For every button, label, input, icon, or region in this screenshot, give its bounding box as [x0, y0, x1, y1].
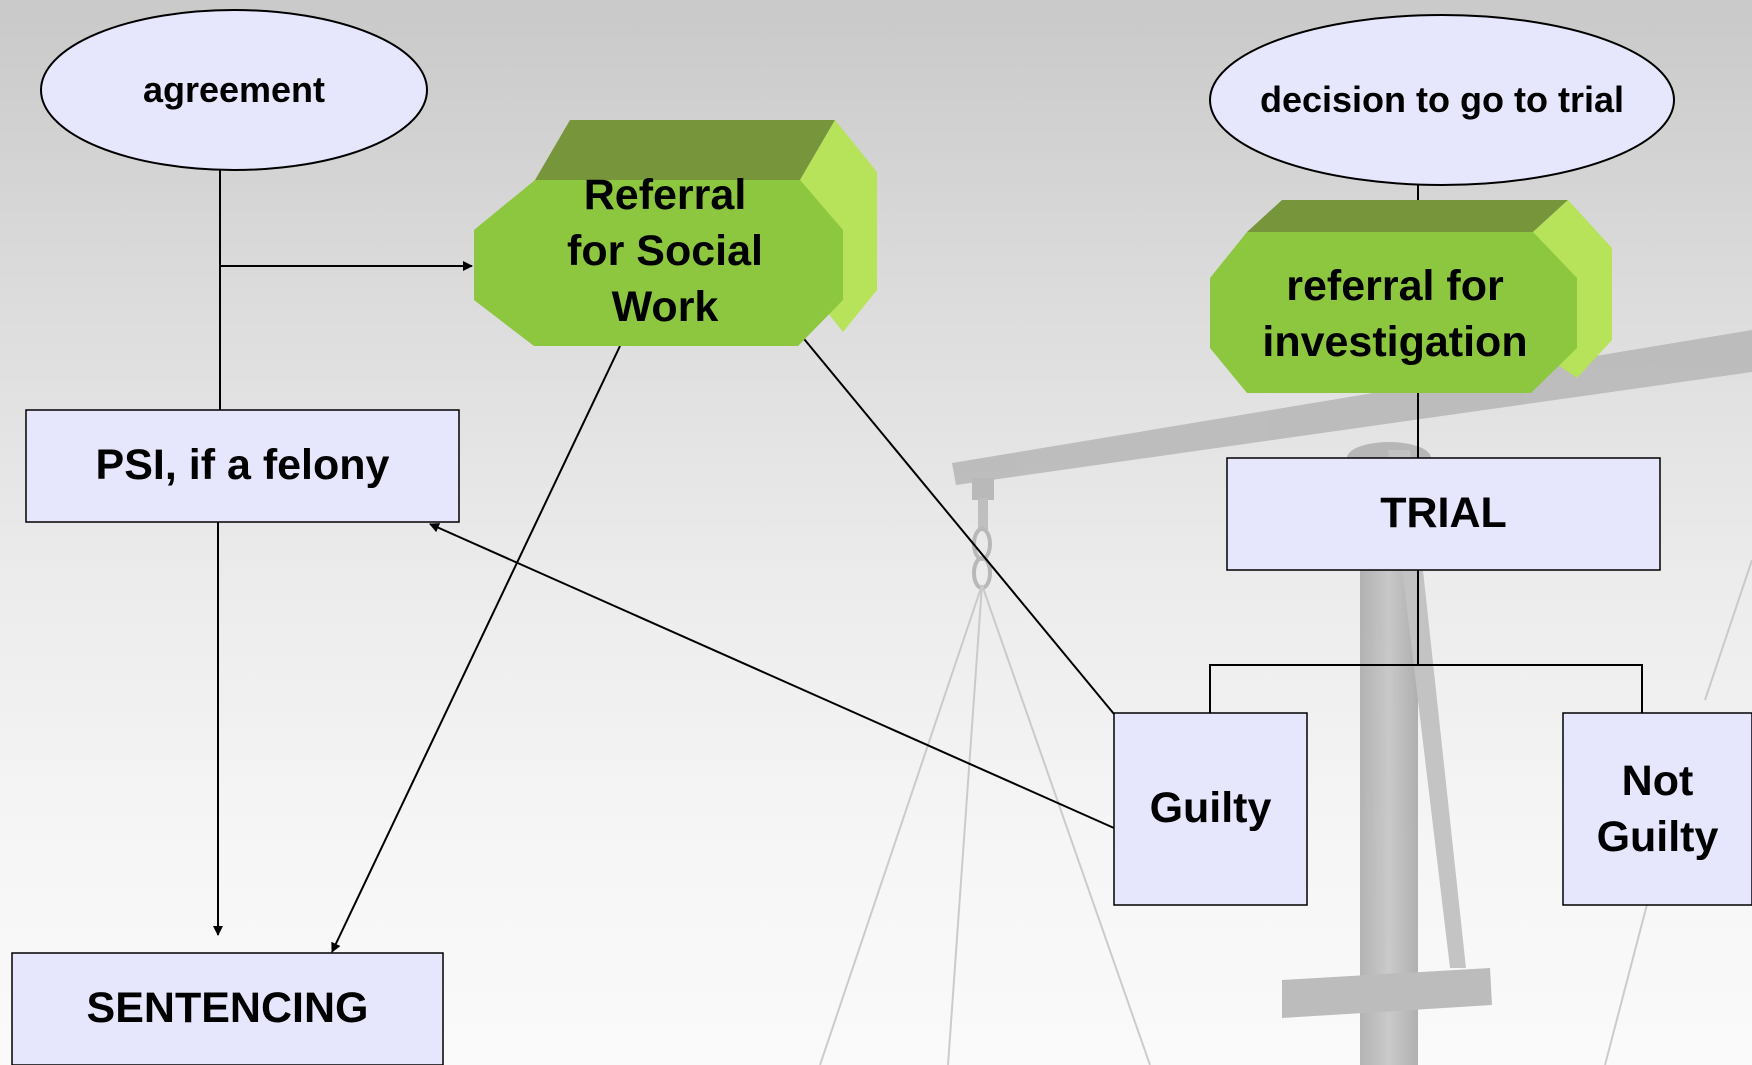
trial-node — [1226, 457, 1661, 571]
referral-investigation-line-2: investigation — [1262, 318, 1528, 366]
connector-guilty-referral — [794, 327, 1115, 715]
agreement-label: agreement — [142, 68, 326, 110]
agreement-node — [40, 9, 428, 171]
referral-investigation-node — [1210, 200, 1612, 393]
not-guilty-node — [1562, 712, 1752, 906]
guilty-label: Guilty — [1149, 784, 1272, 833]
not-guilty-line-2: Guilty — [1596, 813, 1719, 861]
sentencing-label: SENTENCING — [86, 984, 369, 1033]
not-guilty-label: Not Guilty — [1563, 740, 1752, 880]
not-guilty-line-1: Not — [1621, 757, 1694, 806]
decision-label: decision to go to trial — [1259, 78, 1624, 120]
decision-node — [1209, 14, 1675, 186]
referral-investigation-label: referral for investigation — [1230, 255, 1560, 375]
referral-social-work-line-1: Referral — [583, 171, 747, 220]
referral-social-work-node — [474, 120, 877, 346]
connectors — [213, 170, 1643, 953]
psi-node — [25, 409, 460, 523]
sentencing-node — [11, 952, 444, 1065]
psi-label: PSI, if a felony — [95, 441, 390, 490]
referral-social-work-label: Referral for Social Work — [520, 162, 810, 342]
trial-label: TRIAL — [1380, 489, 1507, 538]
referral-social-work-line-2: for Social — [567, 227, 763, 276]
connector-guilty-psi — [429, 523, 1115, 829]
connector-referral-sentencing — [331, 345, 621, 953]
guilty-node — [1113, 712, 1308, 906]
referral-social-work-line-3: Work — [611, 282, 719, 331]
referral-investigation-line-1: referral for — [1286, 262, 1504, 311]
balance-scale-icon — [819, 330, 1752, 1065]
connector-outcome-branch — [1209, 664, 1643, 713]
